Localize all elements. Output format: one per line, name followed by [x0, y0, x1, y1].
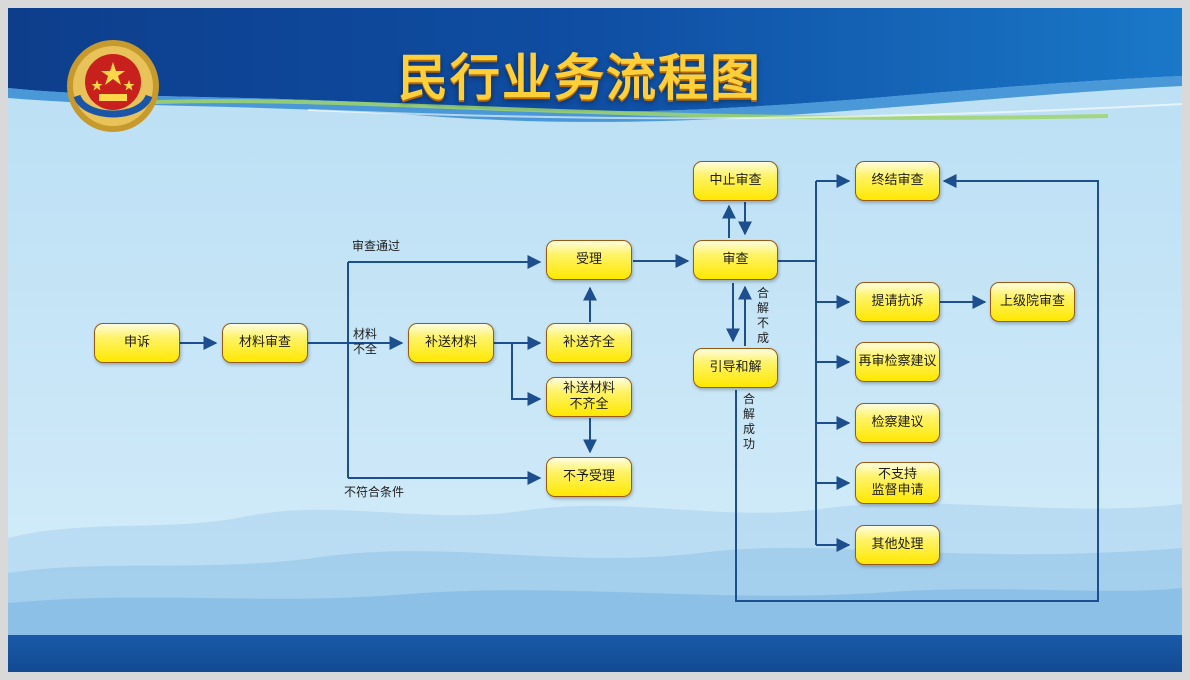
- node-reject: 不予受理: [546, 457, 632, 497]
- node-retrial-suggestion: 再审检察建议: [855, 342, 940, 382]
- node-material-review: 材料审查: [222, 323, 308, 363]
- label-pass: 审查通过: [352, 239, 401, 253]
- label-mediation-success: 合解成功: [743, 392, 756, 451]
- emblem-icon: [67, 40, 159, 132]
- node-higher-review: 上级院审查: [990, 282, 1075, 322]
- node-supplement-complete: 补送齐全: [546, 323, 632, 363]
- node-protest: 提请抗诉: [855, 282, 940, 322]
- node-review: 审查: [693, 240, 778, 280]
- node-appeal: 申诉: [94, 323, 180, 363]
- node-suspend: 中止审查: [693, 161, 778, 201]
- node-mediation: 引导和解: [693, 348, 778, 388]
- node-no-support: 不支持 监督申请: [855, 462, 940, 504]
- node-supplement-incomplete: 补送材料 不齐全: [546, 377, 632, 417]
- node-supplement: 补送材料: [408, 323, 494, 363]
- page-title: 民行业务流程图: [398, 49, 762, 107]
- label-mediation-fail: 合解不成: [757, 286, 770, 345]
- footer-band: [8, 635, 1182, 672]
- node-accept: 受理: [546, 240, 632, 280]
- label-incomplete: 材料 不全: [353, 327, 378, 356]
- node-terminate: 终结审查: [855, 161, 940, 201]
- label-unqualified: 不符合条件: [344, 485, 405, 499]
- header-band: [8, 8, 1182, 122]
- node-other: 其他处理: [855, 525, 940, 565]
- node-procuratorial-suggestion: 检察建议: [855, 403, 940, 443]
- mountain-background: [8, 503, 1182, 638]
